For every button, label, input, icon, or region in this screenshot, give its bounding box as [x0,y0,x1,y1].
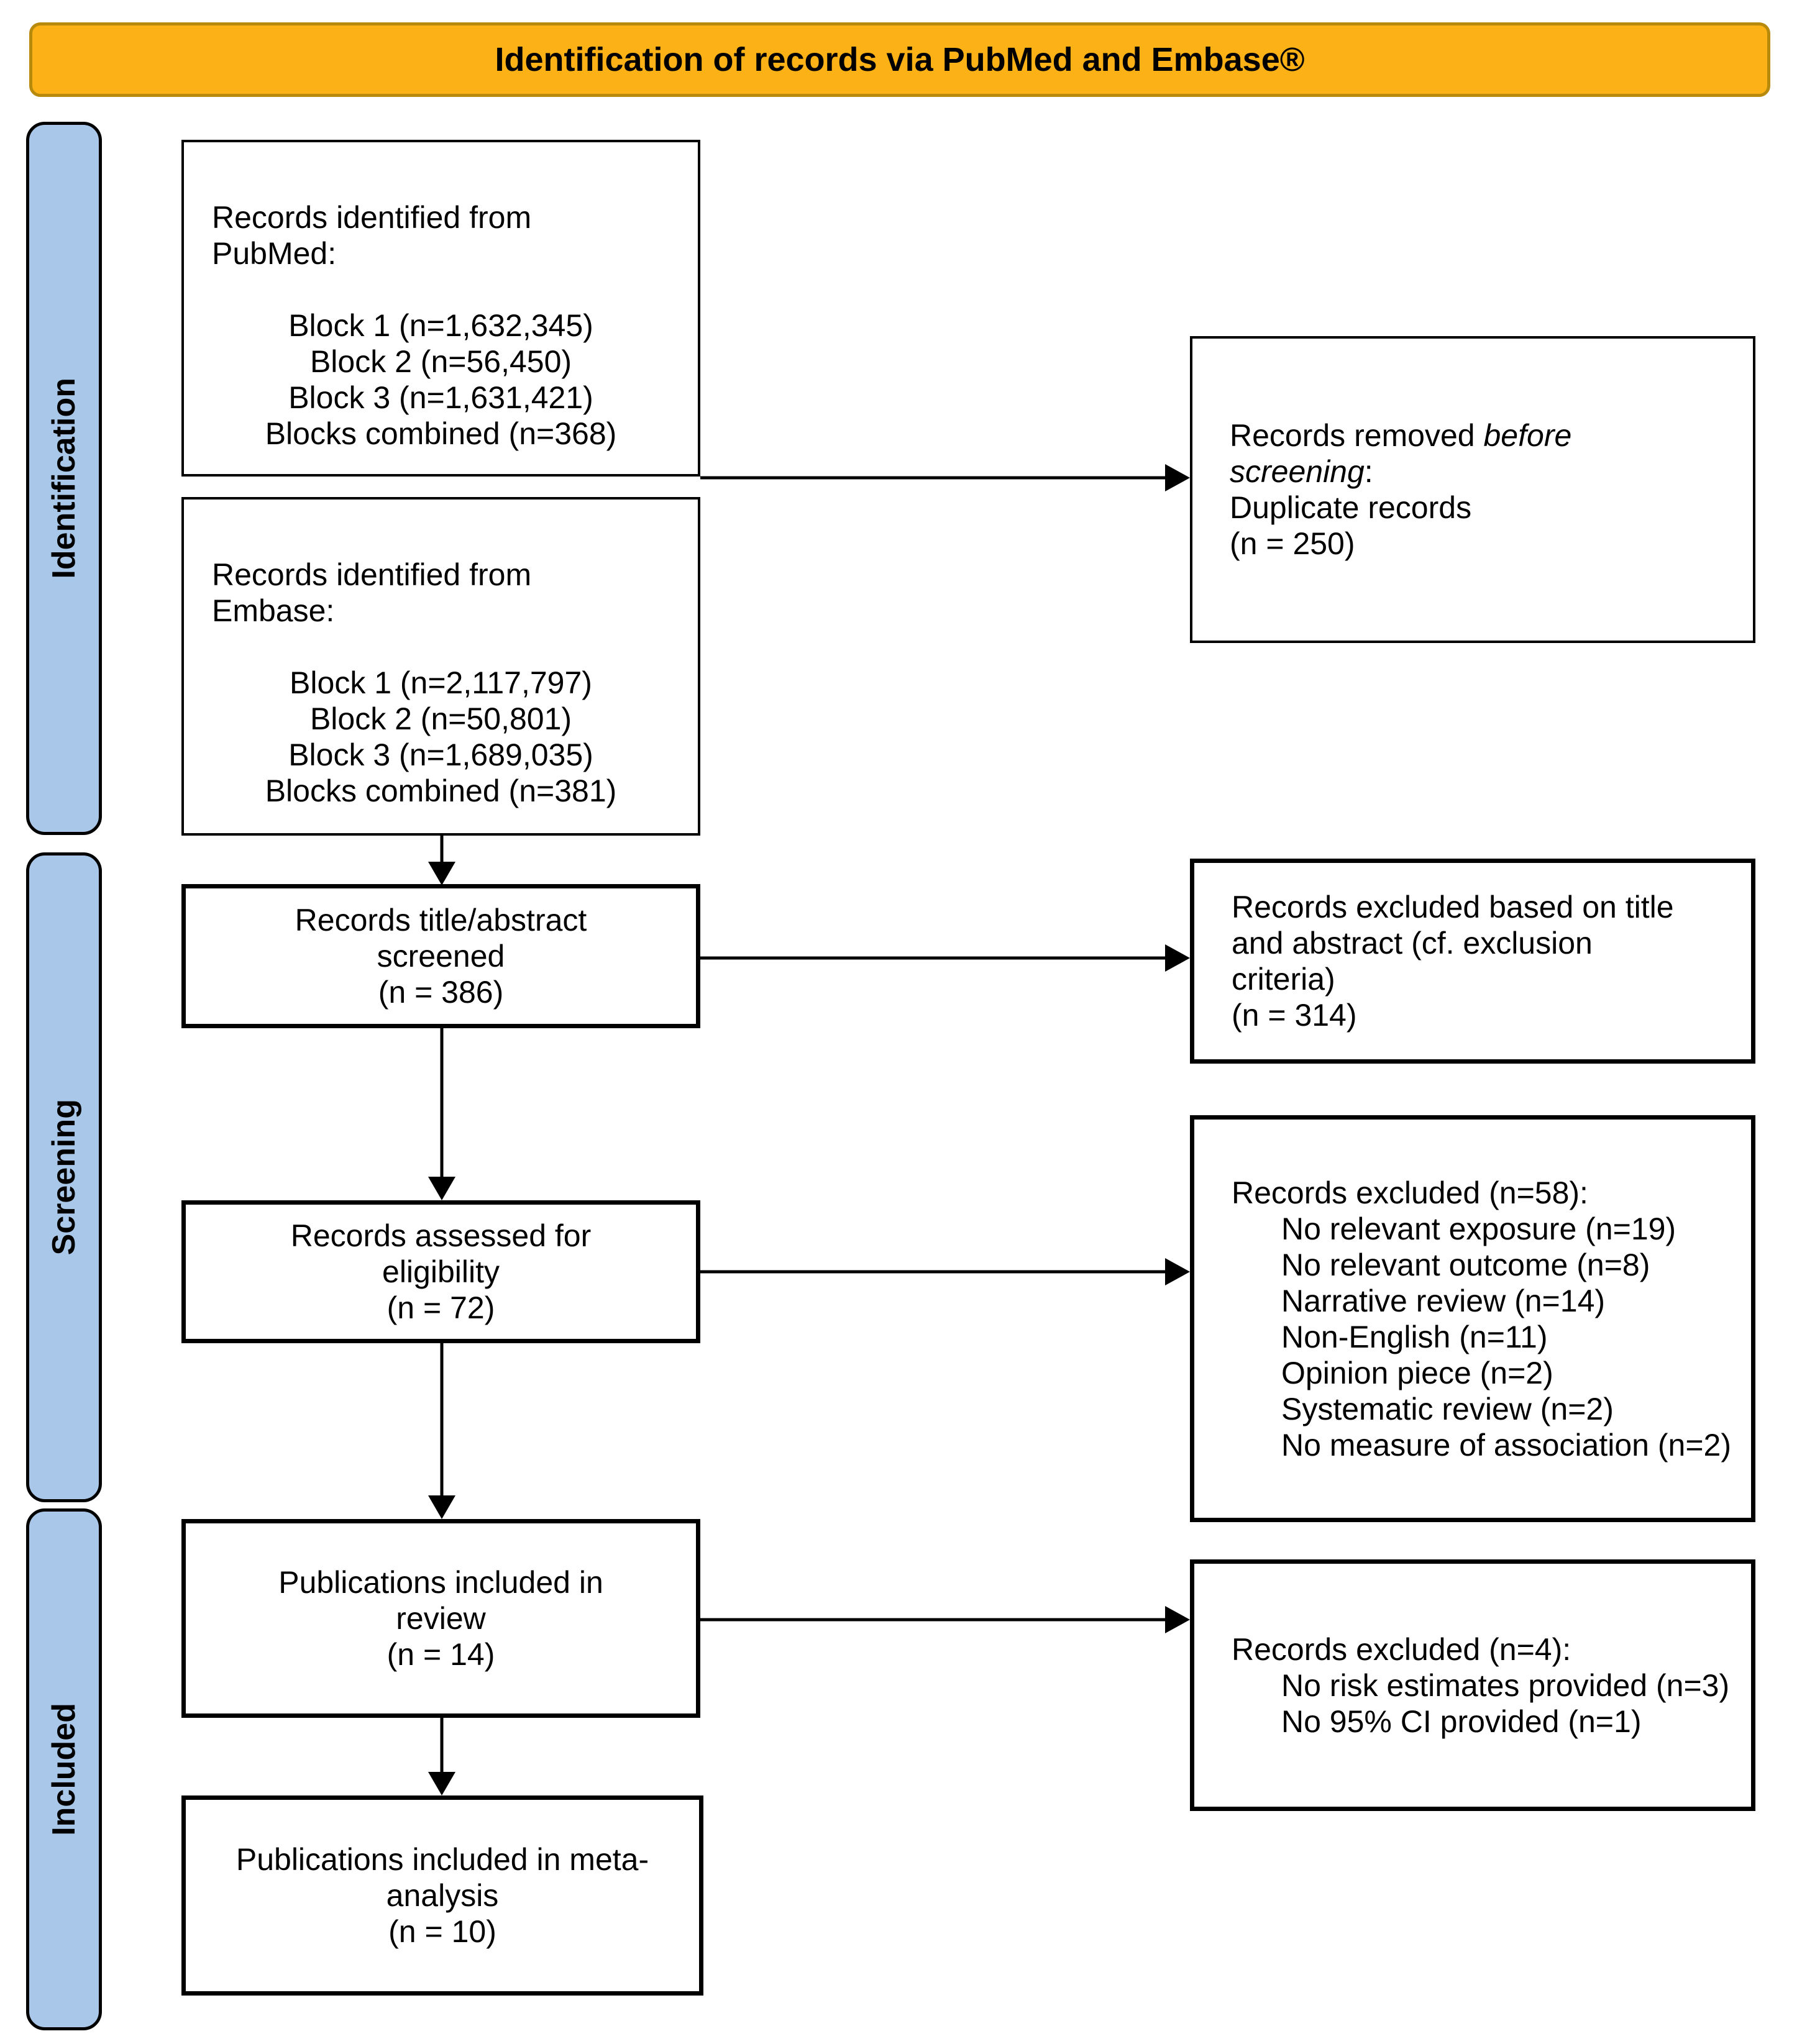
block-count-line: Block 3 (n=1,631,421) [288,380,593,415]
box-line: criteria) [1232,962,1335,997]
box-heading: Records identified from Embase: [184,557,698,629]
box-line: Publications included in [278,1565,603,1600]
block-count-line: Block 2 (n=56,450) [309,344,572,379]
arrow-embase-to-screened [428,836,455,885]
text-italic: screening [1230,454,1365,489]
box-line: Records assessed for [290,1218,592,1253]
box-line: (n = 10) [388,1914,496,1949]
stage-bar-screening: Screening [26,852,102,1502]
exclusion-reason: Narrative review (n=14) [1281,1283,1606,1318]
exclusion-reason: Non-English (n=11) [1281,1319,1548,1354]
block-count-line: Blocks combined (n=381) [265,773,617,808]
block-count-line: Block 1 (n=2,117,797) [290,665,592,700]
arrow-screened-to-assessed [428,1028,455,1200]
box-excluded-eligibility: Records excluded (n=58): No relevant exp… [1190,1115,1755,1522]
arrow-screened-to-excluded [700,944,1190,972]
block-count-line: Block 1 (n=1,632,345) [288,308,593,343]
heading-line: Records identified from [212,557,532,592]
box-heading: Records identified from PubMed: [184,199,698,271]
heading-line: Embase: [212,593,335,628]
box-assessed-for-eligibility: Records assessed for eligibility (n = 72… [181,1200,700,1343]
box-line: (n = 72) [386,1290,495,1325]
box-line: eligibility [382,1254,500,1289]
banner-title: Identification of records via PubMed and… [29,22,1770,97]
box-excluded-title-abstract: Records excluded based on title and abst… [1190,859,1755,1064]
box-line: review [396,1601,486,1636]
arrow-assessed-to-review [428,1343,455,1519]
box-excluded-review: Records excluded (n=4): No risk estimate… [1190,1559,1755,1811]
stage-bar-identification: Identification [26,122,102,835]
arrow-review-to-excluded [700,1606,1190,1633]
box-included-in-review: Publications included in review (n = 14) [181,1519,700,1718]
box-records-identified-embase: Records identified from Embase: Block 1 … [181,497,700,836]
box-line: (n = 250) [1230,526,1355,561]
text-italic: before [1483,418,1572,453]
box-removed-before-screening: Records removed before screening: Duplic… [1190,336,1755,643]
text-normal: : [1364,454,1373,489]
block-count-line: Block 2 (n=50,801) [309,701,572,736]
exclusion-heading: Records excluded (n=58): [1232,1175,1588,1210]
stage-bar-included: Included [26,1508,102,2030]
box-line: screened [377,939,505,974]
exclusion-reason: No relevant exposure (n=19) [1281,1211,1676,1246]
block-counts: Block 1 (n=2,117,797) Block 2 (n=50,801)… [184,665,698,809]
exclusion-reason: Systematic review (n=2) [1281,1391,1614,1426]
box-line: Records title/abstract [295,903,587,938]
exclusion-reason: No relevant outcome (n=8) [1281,1247,1650,1282]
box-line: analysis [386,1878,499,1913]
exclusion-reason: No 95% CI provided (n=1) [1281,1704,1642,1739]
arrow-review-to-meta-analysis [428,1718,455,1795]
heading-line: Records identified from [212,200,532,235]
box-title-abstract-screened: Records title/abstract screened (n = 386… [181,884,700,1028]
box-line: Records removed before [1230,417,1740,454]
banner-title-text: Identification of records via PubMed and… [495,41,1305,78]
box-records-identified-pubmed: Records identified from PubMed: Block 1 … [181,140,700,477]
exclusion-reason: No measure of association (n=2) [1281,1427,1731,1462]
box-line: and abstract (cf. exclusion [1232,926,1593,960]
block-count-line: Blocks combined (n=368) [265,416,617,451]
arrow-assessed-to-excluded [700,1258,1190,1285]
box-line: (n = 14) [386,1637,495,1672]
block-count-line: Block 3 (n=1,689,035) [288,737,593,772]
arrow-identification-to-removed [700,464,1190,491]
heading-line: PubMed: [212,236,337,271]
box-line: (n = 314) [1232,998,1357,1033]
block-counts: Block 1 (n=1,632,345) Block 2 (n=56,450)… [184,308,698,452]
box-included-in-meta-analysis: Publications included in meta- analysis … [181,1795,703,1996]
exclusion-reason: No risk estimates provided (n=3) [1281,1668,1730,1703]
box-line: Duplicate records [1230,490,1472,525]
box-line: screening: [1230,454,1740,490]
exclusion-reason: Opinion piece (n=2) [1281,1355,1553,1390]
exclusion-heading: Records excluded (n=4): [1232,1631,1571,1667]
box-line: Records excluded based on title [1232,890,1674,924]
box-line: Publications included in meta- [236,1842,649,1877]
text-normal: Records removed [1230,418,1484,453]
box-line: (n = 386) [378,975,504,1010]
